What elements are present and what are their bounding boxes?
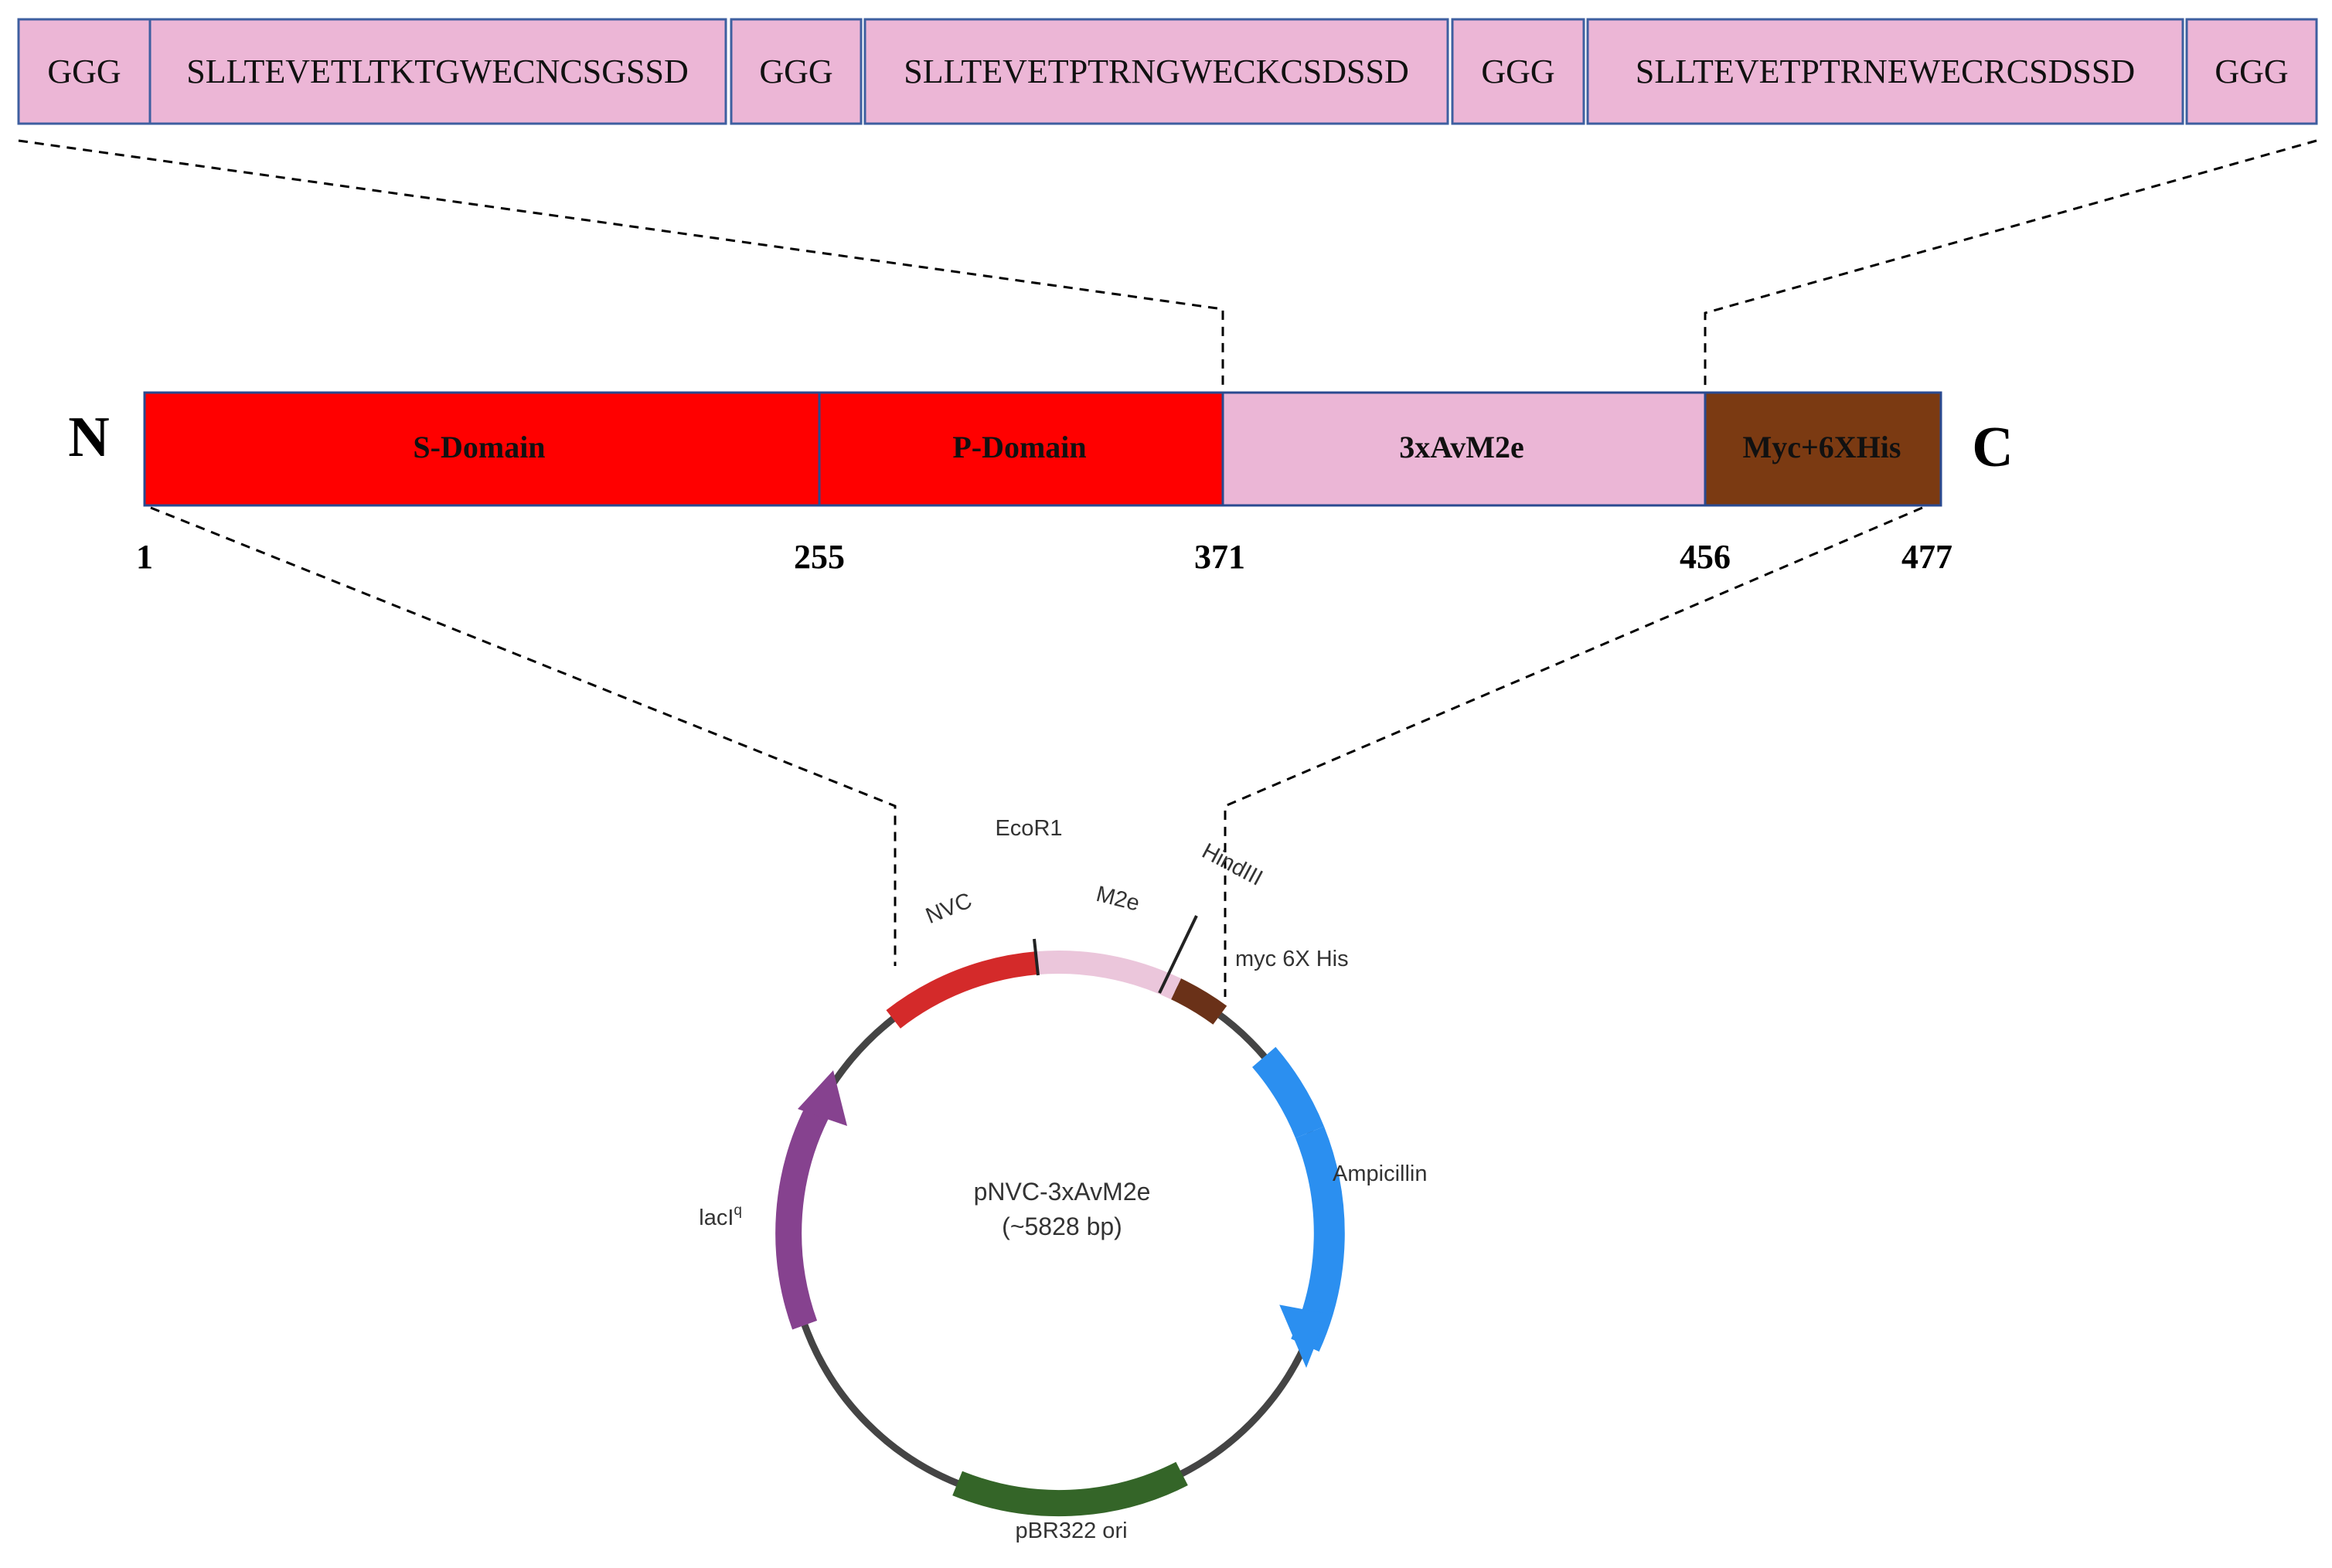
zoom-line-left [150,506,897,966]
laci-label: lacIq [699,1202,742,1230]
domain-label: 3xAvM2e [1399,430,1523,464]
peptide-segment-ggg-3: GGG [1451,18,1585,125]
zoom-line-right [1704,139,2317,390]
domain-label: S-Domain [413,430,545,464]
laci-label-main: lacI [699,1206,734,1230]
plasmid-name: pNVC-3xAvM2e [974,1178,1151,1206]
peptide-segment-box [17,18,151,125]
c-terminus-label: C [1972,416,2013,479]
peptide-segment-label: SLLTEVETLTKTGWECNCSGSSD [186,53,688,90]
peptide-segment-box [863,18,1449,125]
ampicillin-arrowhead [1279,1304,1328,1368]
zoom-line-left [18,139,1224,390]
position-label: 255 [794,538,845,576]
position-label: 477 [1901,538,1952,576]
ampicillin-segment [1251,1046,1325,1138]
plasmid-map: NVC EcoR1 M2e HindIII myc 6X His Ampicil… [699,816,1427,1543]
domain-s: S-Domain [143,391,821,507]
hindiii-label: HindIII [1198,838,1267,891]
m2e-segment [1035,950,1182,1000]
laci-arrowhead [798,1070,847,1126]
peptide-segment-label: GGG [759,53,832,90]
domain-box [143,391,821,507]
domain-label: P-Domain [952,430,1086,464]
position-label: 1 [136,538,153,576]
peptide-segment-box [148,18,727,125]
position-label: 456 [1680,538,1731,576]
laci-label-superscript: q [734,1202,742,1219]
peptide-segment-ggg-2: GGG [730,18,863,125]
ori-segment [952,1461,1188,1517]
m2e-label: M2e [1094,882,1142,917]
peptide-segment-box [1451,18,1585,125]
zoom-lines-plasmid [150,506,1923,997]
peptide-segment-label: SLLTEVETPTRNGWECKCSDSSD [904,53,1409,90]
peptide-sequence-bar: GGG SLLTEVETLTKTGWECNCSGSSD GGG SLLTEVET… [17,18,2318,125]
domain-box [818,391,1224,507]
domain-3xavm2e: 3xAvM2e [1221,391,1707,507]
peptide-segment-label: GGG [2215,53,2288,90]
myc-his-label: myc 6X His [1235,947,1349,971]
peptide-segment-ggg-1: GGG [17,18,151,125]
hindiii-site-marker [1158,915,1198,994]
domain-p: P-Domain [818,391,1224,507]
peptide-segment-ggg-4: GGG [2185,18,2318,125]
ecor1-label: EcoR1 [995,816,1062,841]
myc-his-segment [1170,978,1227,1025]
peptide-segment-box [1586,18,2184,125]
protein-domain-bar: N C S-Domain P-Domain 3xAvM2e Myc+6XHis … [68,391,2014,576]
peptide-segment-m2e-3: SLLTEVETPTRNEWECRCSDSSD [1586,18,2184,125]
zoom-lines-peptide [18,139,2317,390]
peptide-segment-box [2185,18,2318,125]
n-terminus-label: N [68,406,109,469]
domain-myc-his: Myc+6XHis [1704,391,1942,507]
nvc-label: NVC [922,888,975,929]
peptide-segment-m2e-2: SLLTEVETPTRNGWECKCSDSSD [863,18,1449,125]
peptide-segment-label: GGG [1481,53,1554,90]
peptide-segment-box [730,18,863,125]
nvc-segment [886,951,1037,1029]
domain-label: Myc+6XHis [1743,430,1901,464]
domain-box [1221,391,1707,507]
peptide-segment-m2e-1: SLLTEVETLTKTGWECNCSGSSD [148,18,727,125]
plasmid-size: (~5828 bp) [1002,1213,1122,1240]
laci-segment [775,1099,832,1330]
ori-label: pBR322 ori [1015,1519,1127,1543]
zoom-line-right [1224,506,1923,997]
ampicillin-label: Ampicillin [1333,1162,1427,1186]
domain-box [1704,391,1942,507]
peptide-segment-label: GGG [47,53,121,90]
position-label: 371 [1194,538,1245,576]
peptide-segment-label: SLLTEVETPTRNEWECRCSDSSD [1636,53,2135,90]
ecor1-site-marker [1033,938,1040,976]
